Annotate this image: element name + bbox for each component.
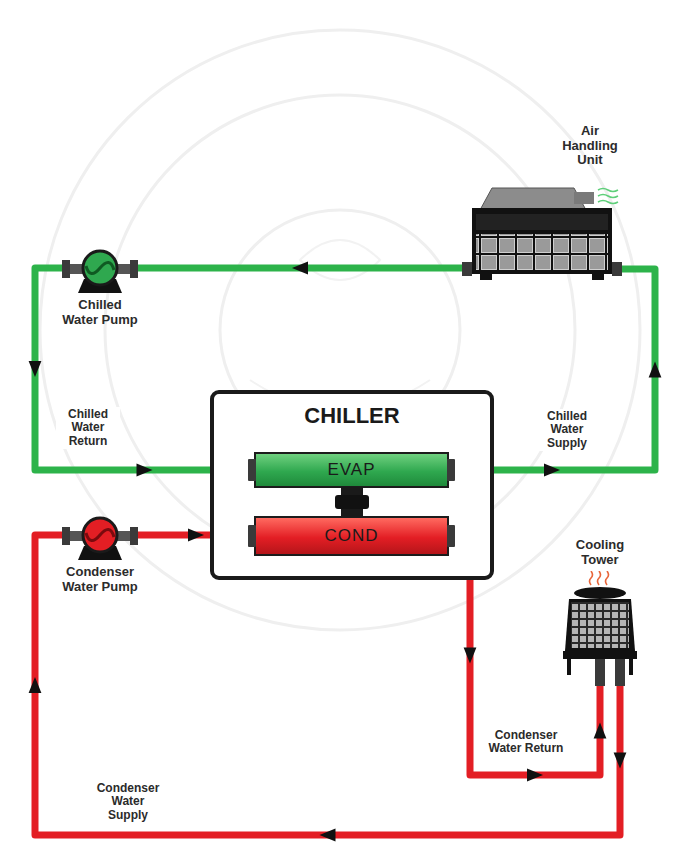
node-label: Air Handling Unit [552,124,628,168]
flow-arrowhead [527,769,543,782]
node-label: Chilled Water Pump [59,298,141,327]
pipe-label: Chilled Water Return [56,407,120,449]
chilled-water-pump: Chilled Water Pump [45,245,155,330]
air-handling-unit-icon [462,186,622,281]
node-label: Cooling Tower [565,538,635,567]
evaporator-box: EVAP [254,452,449,488]
flow-arrowhead [137,464,153,477]
air-handling-unit: Air Handling Unit [462,124,632,290]
pipe-flange [248,459,256,481]
node-label: Condenser Water Pump [59,565,141,594]
flow-arrowhead [292,262,308,275]
pipe-connector [29,535,627,841]
flow-arrowhead [29,361,42,377]
node-label: COND [324,526,378,545]
pump-icon [62,512,138,562]
pump-icon [62,245,138,295]
pipe-flange [248,525,256,547]
flow-arrowhead [464,648,477,664]
pipe-line [35,535,620,835]
cooling-tower: Cooling Tower [550,535,650,686]
compressor-icon [335,487,369,517]
pipe-label: Condenser Water Supply [87,781,169,823]
condenser-box: COND [254,516,449,556]
flow-arrowhead [594,723,607,739]
cooling-tower-icon [555,571,645,686]
pipe-label: Chilled Water Supply [535,409,599,451]
pipe-connector [138,262,462,275]
flow-arrowhead [188,529,204,542]
chiller-box: CHILLER EVAP COND [210,390,494,580]
pipe-flange [447,525,455,547]
flow-arrowhead [29,677,42,693]
flow-arrowhead [320,829,336,842]
flow-arrowhead [544,464,560,477]
pipe-flange [447,459,455,481]
condenser-water-pump: Condenser Water Pump [45,512,155,597]
pipe-label: Condenser Water Return [485,728,567,757]
flow-arrowhead [614,753,627,769]
node-label: CHILLER [214,394,490,429]
node-label: EVAP [327,460,375,479]
flow-arrowhead [649,362,662,378]
